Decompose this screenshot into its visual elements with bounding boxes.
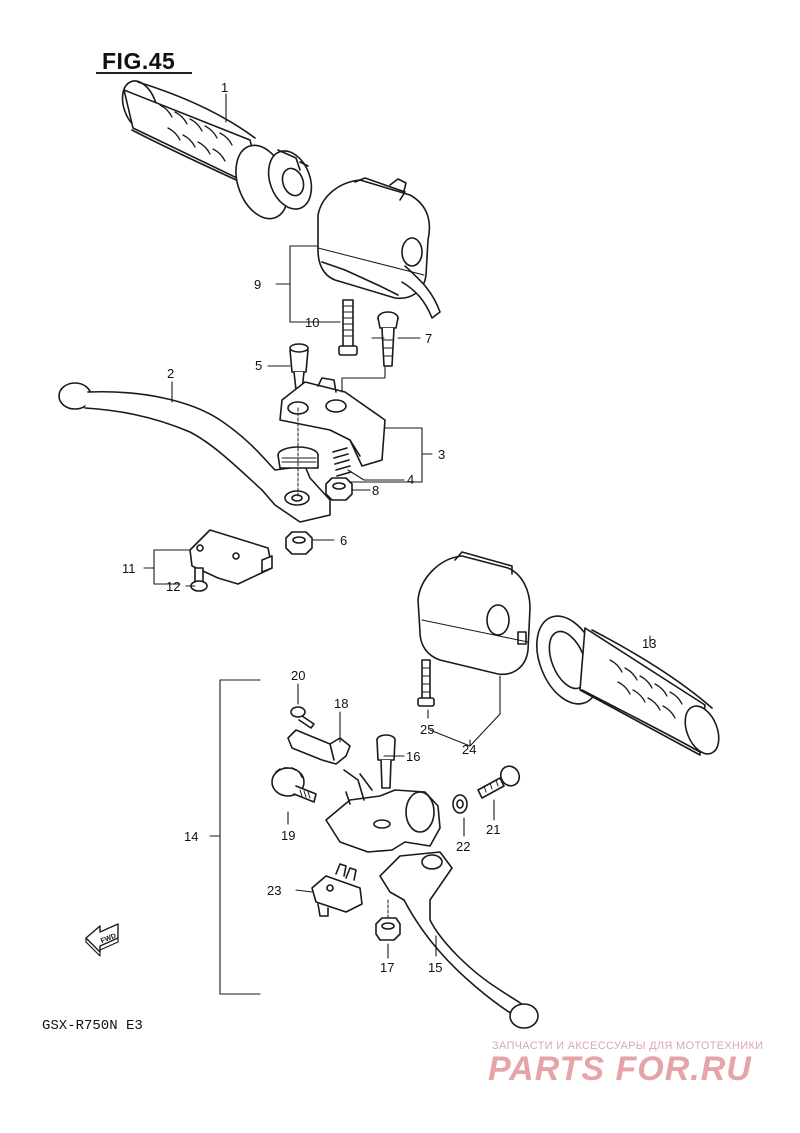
callout-19: 19 bbox=[281, 828, 295, 843]
screw-part-10 bbox=[338, 299, 358, 356]
callout-21: 21 bbox=[486, 822, 500, 837]
nut-part-8 bbox=[325, 477, 353, 501]
screw-part-7 bbox=[377, 311, 399, 367]
callout-10: 10 bbox=[305, 315, 319, 330]
figure-title-underline bbox=[96, 72, 192, 74]
callout-14: 14 bbox=[184, 829, 198, 844]
callout-11: 11 bbox=[122, 561, 136, 576]
callout-7: 7 bbox=[425, 331, 432, 346]
callout-17: 17 bbox=[380, 960, 394, 975]
adjuster-part-19 bbox=[271, 767, 317, 803]
right-grip-part-13 bbox=[536, 615, 720, 756]
callout-3: 3 bbox=[438, 447, 445, 462]
bolt-part-21 bbox=[477, 765, 521, 799]
screw-part-20 bbox=[290, 706, 315, 729]
brake-lever-part-2 bbox=[58, 382, 331, 523]
leader-lines bbox=[143, 93, 651, 995]
right-switch-housing-part-24 bbox=[417, 551, 531, 676]
callout-18: 18 bbox=[334, 696, 348, 711]
screw-part-25 bbox=[417, 659, 435, 707]
callout-25: 25 bbox=[420, 722, 434, 737]
brake-switch-part-11 bbox=[189, 529, 273, 585]
spring-part-4 bbox=[332, 447, 352, 477]
lever-bracket-part-3 bbox=[279, 377, 386, 467]
watermark-logo: PARTS FOR.RU bbox=[488, 1050, 752, 1088]
figure-title: FIG.45 bbox=[102, 48, 176, 74]
lever-holder-part-14 bbox=[325, 769, 441, 853]
clutch-switch-part-23 bbox=[311, 863, 363, 917]
nut-part-6 bbox=[285, 531, 313, 555]
callout-8: 8 bbox=[372, 483, 379, 498]
callout-6: 6 bbox=[340, 533, 347, 548]
left-grip-part-1 bbox=[121, 80, 313, 220]
model-code: GSX-R750N E3 bbox=[42, 1018, 143, 1034]
callout-15: 15 bbox=[428, 960, 442, 975]
callout-24: 24 bbox=[462, 742, 476, 757]
watermark-tagline: ЗАПЧАСТИ И АКСЕССУАРЫ ДЛЯ МОТОТЕХНИКИ bbox=[492, 1040, 764, 1052]
callout-5: 5 bbox=[255, 358, 262, 373]
callout-9: 9 bbox=[254, 277, 261, 292]
callout-20: 20 bbox=[291, 668, 305, 683]
callout-12: 12 bbox=[166, 579, 180, 594]
clutch-lever-part-15 bbox=[379, 851, 539, 1029]
callout-2: 2 bbox=[167, 366, 174, 381]
callout-16: 16 bbox=[406, 749, 420, 764]
forward-direction-arrow bbox=[85, 923, 119, 957]
callout-23: 23 bbox=[267, 883, 281, 898]
callout-13: 13 bbox=[642, 636, 656, 651]
callout-22: 22 bbox=[456, 839, 470, 854]
nut-part-17 bbox=[375, 917, 401, 941]
bracket-part-18 bbox=[287, 729, 351, 765]
callout-4: 4 bbox=[407, 472, 414, 487]
washer-part-22 bbox=[452, 794, 468, 814]
left-switch-housing-part-9 bbox=[317, 177, 441, 319]
bolt-part-16 bbox=[376, 734, 396, 789]
callout-numbers: 1 2 3 4 5 6 7 8 9 10 11 12 13 14 15 16 1… bbox=[100, 80, 657, 975]
callout-1: 1 bbox=[221, 80, 228, 95]
